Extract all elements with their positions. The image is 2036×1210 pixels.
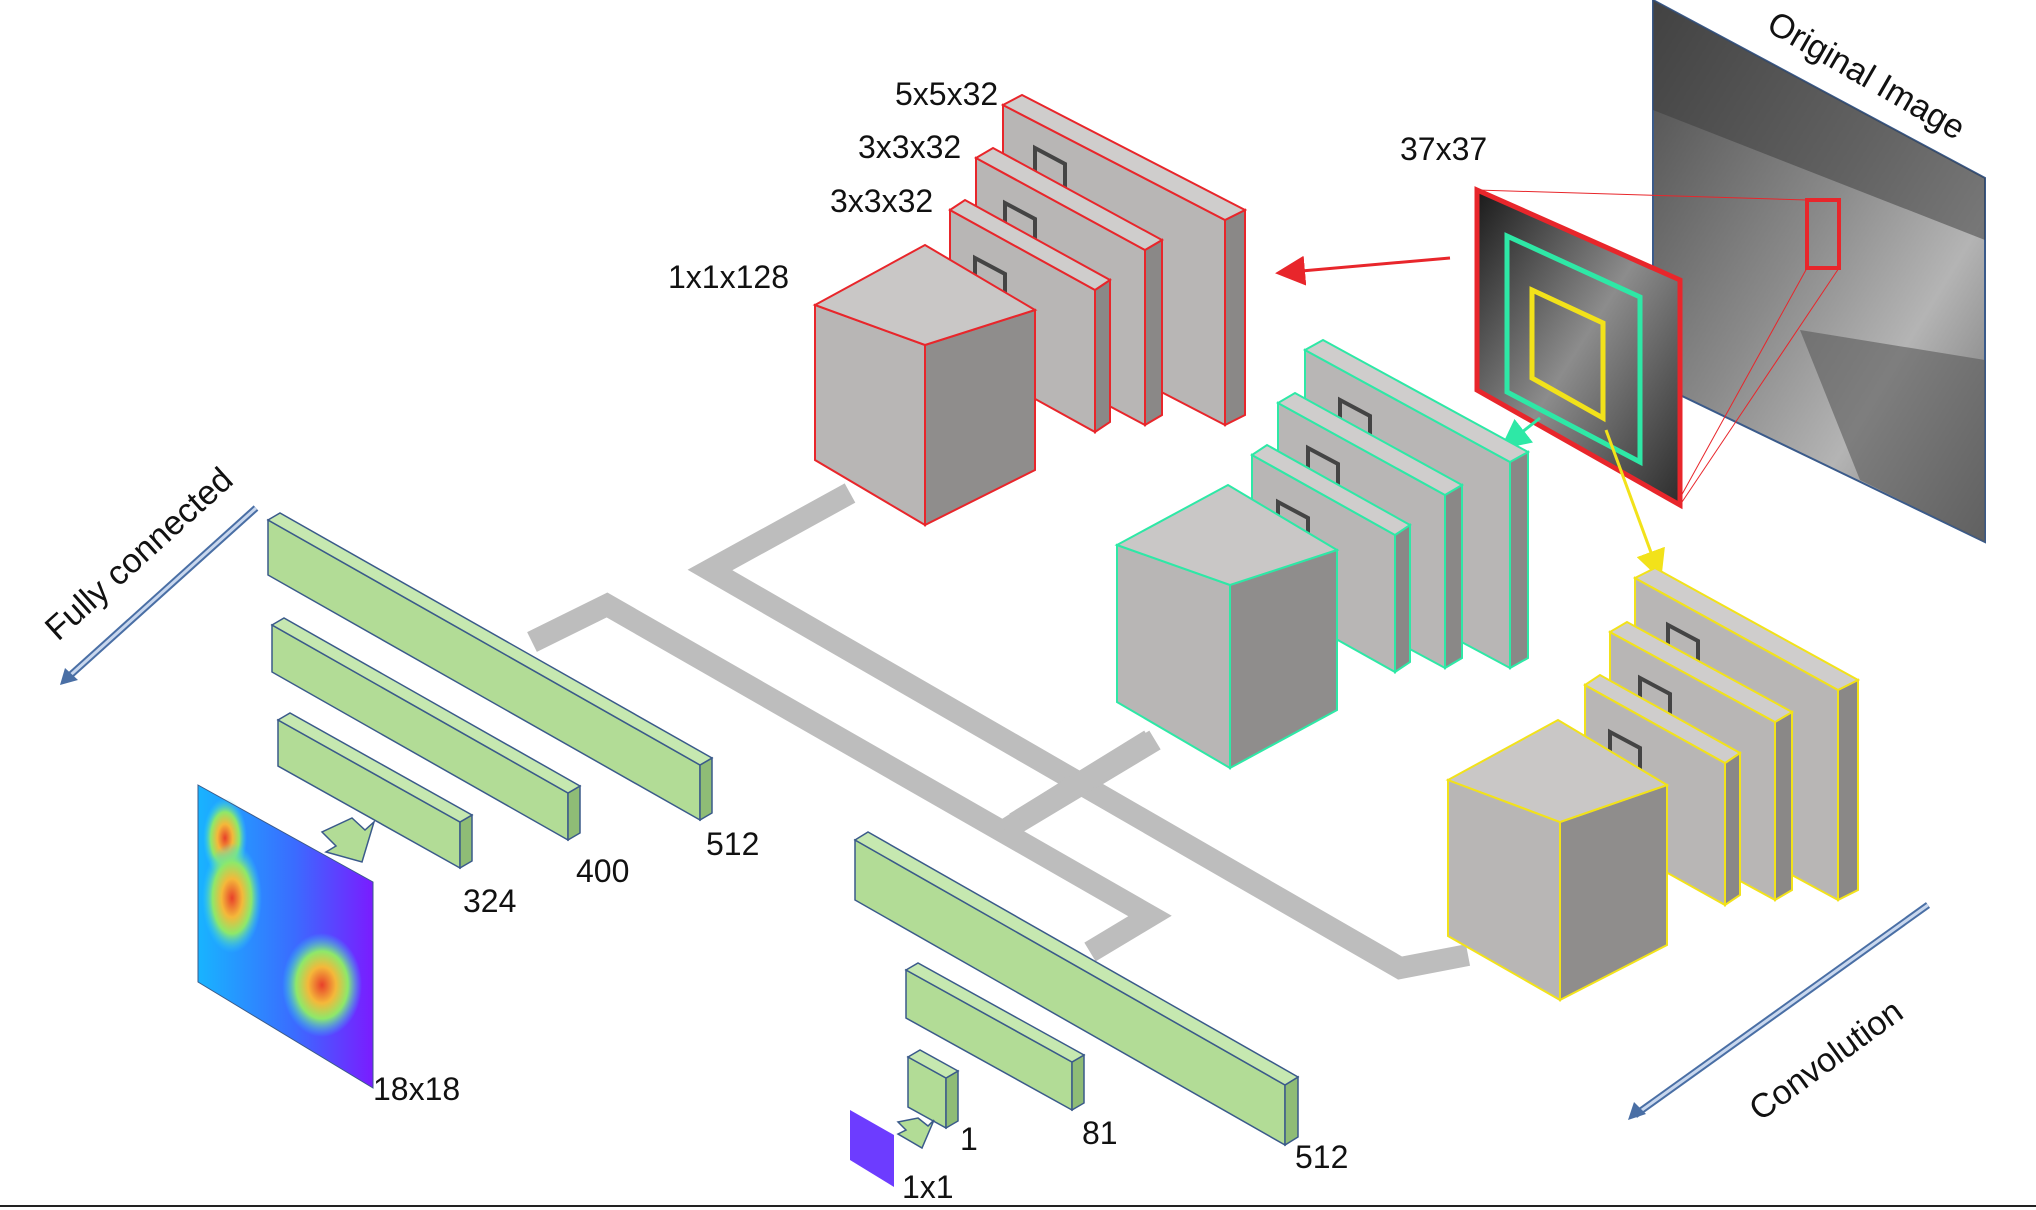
yellow-branch-layers bbox=[1445, 566, 1861, 1002]
count-arrow bbox=[896, 1117, 935, 1150]
fully-connected-arrow bbox=[60, 505, 259, 685]
green-conv-d bbox=[1114, 483, 1340, 770]
fc-density-400 bbox=[270, 617, 582, 842]
connector-pipes bbox=[527, 483, 1471, 980]
red-conv2-label: 3x3x32 bbox=[858, 129, 961, 165]
red-conv1-label: 5x5x32 bbox=[895, 76, 998, 112]
red-conv3-label: 3x3x32 bbox=[830, 183, 933, 219]
green-branch-layers bbox=[1114, 338, 1531, 770]
fc-density-324-label: 324 bbox=[463, 883, 516, 919]
count-output-label: 1x1 bbox=[902, 1169, 954, 1205]
yellow-branch-arrow bbox=[1604, 429, 1665, 581]
fc-density-324 bbox=[276, 712, 474, 870]
convolution-label: Convolution bbox=[1742, 992, 1910, 1128]
yellow-conv-d bbox=[1445, 718, 1670, 1002]
red-branch-arrow bbox=[1275, 255, 1451, 286]
crop-indicator bbox=[1805, 198, 1841, 270]
input-patch: 37x37 bbox=[1400, 131, 1683, 510]
fc-count-512 bbox=[853, 831, 1300, 1147]
count-output-square bbox=[850, 1110, 894, 1187]
fc-count-1-label: 1 bbox=[960, 1121, 978, 1157]
fc-count-1 bbox=[906, 1049, 960, 1130]
fc-density-layers bbox=[266, 512, 714, 870]
convolution-arrow bbox=[1628, 902, 1931, 1120]
red-conv4-label: 1x1x128 bbox=[668, 259, 789, 295]
green-branch-arrow bbox=[1500, 416, 1541, 450]
red-branch-layers bbox=[812, 93, 1248, 527]
fc-count-81 bbox=[904, 962, 1086, 1112]
red-conv-1x1x128 bbox=[812, 243, 1038, 527]
fc-count-512-label: 512 bbox=[1295, 1139, 1348, 1175]
density-map bbox=[197, 784, 374, 1089]
density-map-label: 18x18 bbox=[373, 1071, 460, 1107]
patch-size-label: 37x37 bbox=[1400, 131, 1487, 167]
density-arrow bbox=[320, 817, 376, 863]
fc-density-512 bbox=[266, 512, 714, 822]
fc-density-512-label: 512 bbox=[706, 826, 759, 862]
fc-density-400-label: 400 bbox=[576, 853, 629, 889]
fc-count-layers bbox=[853, 831, 1300, 1147]
fc-count-81-label: 81 bbox=[1082, 1115, 1118, 1151]
